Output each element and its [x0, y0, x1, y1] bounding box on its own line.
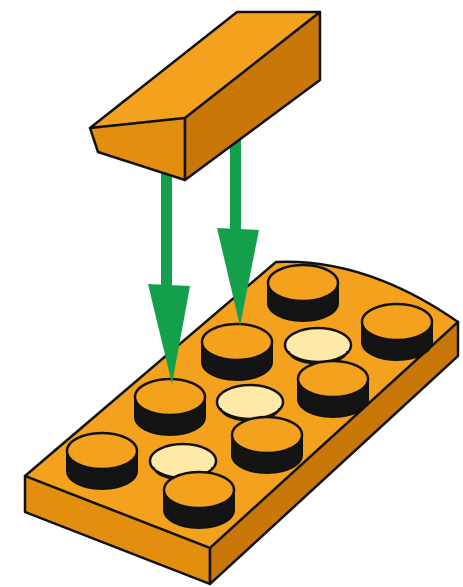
plate-studs [65, 263, 434, 529]
placement-arrows [148, 140, 259, 384]
stud [360, 302, 434, 361]
placement-arrow-right [217, 140, 259, 326]
stud [296, 359, 370, 418]
tile-brick [88, 10, 322, 182]
stud [230, 415, 304, 474]
stud [65, 431, 139, 490]
brick-left-face [88, 116, 187, 182]
stud [266, 263, 340, 322]
stud [133, 377, 207, 436]
brick-front-face [183, 10, 322, 182]
stud-recess [215, 383, 285, 422]
stud [200, 322, 274, 381]
plate-right-face [208, 320, 460, 586]
stud [162, 470, 236, 529]
stud-recess [283, 326, 353, 365]
placement-arrow-left [148, 172, 190, 384]
